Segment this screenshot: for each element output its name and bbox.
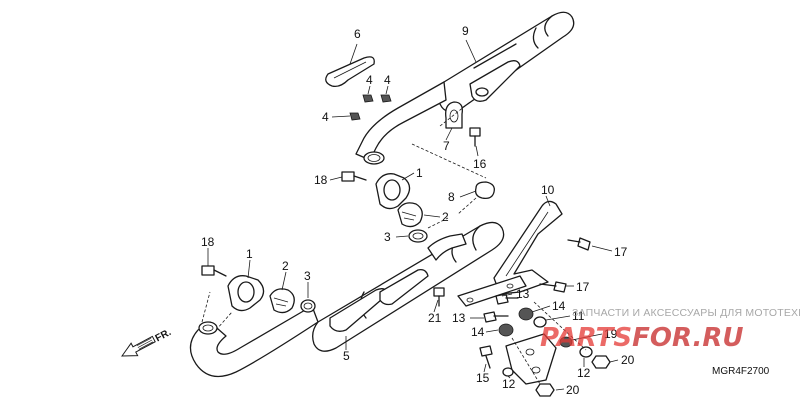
bracket-11-plate [457,275,527,307]
bolt-15 [479,345,493,357]
upper-muffler-body [438,11,575,113]
guide-line-upper [411,101,487,179]
callout-7: 7 [443,139,450,153]
lower-heat-shield [329,288,389,332]
callout-4c: 4 [322,110,329,124]
bolt-18a [341,171,355,182]
callout-17b: 17 [576,280,590,294]
callout-12a: 12 [577,366,591,380]
callout-12b: 12 [502,377,516,391]
bolt-13b [483,311,497,323]
lower-muffler-assembly [189,221,505,378]
callout-4a: 4 [366,73,373,87]
upper-muffler-band [532,27,539,49]
callout-3b: 3 [304,269,311,283]
callout-numbers: 6 9 4 4 4 7 16 18 1 8 2 3 10 17 17 18 1 … [201,24,635,397]
clip-4b [380,94,392,103]
callout-9: 9 [462,24,469,38]
gasket-3a [408,229,428,243]
callout-20a: 20 [621,353,635,367]
drawing-code: MGR4F2700 [712,366,770,377]
front-direction-arrow: FR. [121,327,174,357]
lower-exhaust-pipe [189,305,319,378]
watermark: ЗАПЧАСТИ И АКСЕССУАРЫ ДЛЯ МОТОТЕХНИКИ PA… [540,307,800,353]
mounting-bracket-assembly [433,200,611,397]
bolt-17a [577,237,591,251]
upper-joint-parts [341,171,495,243]
collar-19 [559,336,573,348]
callout-1a: 1 [416,166,423,180]
upper-pipe-inlet [363,151,385,165]
upper-muffler-assembly [325,11,575,179]
lower-muffler-tip-ring [472,225,481,251]
watermark-logo-part1: PARTS [540,323,632,353]
callout-14b: 14 [471,325,485,339]
leader-lines [207,39,619,391]
gasket-3b [300,299,316,313]
watermark-logo-part2: FOR.RU [632,323,743,353]
clip-4c [349,112,361,121]
watermark-tagline: ЗАПЧАСТИ И АКСЕССУАРЫ ДЛЯ МОТОТЕХНИКИ [572,307,800,319]
callout-18a: 18 [314,173,328,187]
washer-12a [579,346,593,358]
callout-5: 5 [343,349,350,363]
callout-15: 15 [476,371,490,385]
upper-muffler-tip-ring [544,15,553,37]
nut-20a [591,355,611,369]
callout-3a: 3 [384,230,391,244]
callout-10: 10 [541,183,555,197]
bolt-21 [433,287,445,297]
clip-4a [362,94,374,103]
lower-connect-pipe [427,233,467,261]
callout-1b: 1 [246,247,253,261]
callout-8: 8 [448,190,455,204]
callout-4b: 4 [384,73,391,87]
lower-pipe-inlet [198,321,218,335]
nut-20b [535,383,555,397]
bracket-10 [493,200,563,295]
fr-label: FR. [154,327,174,344]
collar-14a [518,307,534,321]
lower-joint-parts [201,265,316,331]
callout-18b: 18 [201,235,215,249]
guide-line-lower [201,291,233,331]
washer-11 [533,316,547,328]
upper-exhaust-pipe [355,81,447,161]
lower-muffler-bracket [379,268,429,306]
bolt-16 [469,127,481,137]
callout-2a: 2 [442,210,449,224]
callout-17a: 17 [614,245,628,259]
collar-8 [474,181,495,200]
collar-14b [498,323,514,337]
watermark-logo: PARTSFOR.RU [540,323,744,353]
bolt-13a [495,293,509,305]
bolt-17b [553,281,567,293]
callout-6: 6 [354,27,361,41]
callout-16: 16 [473,157,487,171]
callout-2b: 2 [282,259,289,273]
callout-13b: 13 [452,311,466,325]
callout-11: 11 [572,309,585,323]
callout-21: 21 [428,311,442,325]
bolt-18b [201,265,215,276]
callout-19: 19 [604,327,618,341]
callout-20b: 20 [566,383,580,397]
callout-13a: 13 [516,287,530,301]
washer-12b [502,367,514,377]
callout-14a: 14 [552,299,566,313]
